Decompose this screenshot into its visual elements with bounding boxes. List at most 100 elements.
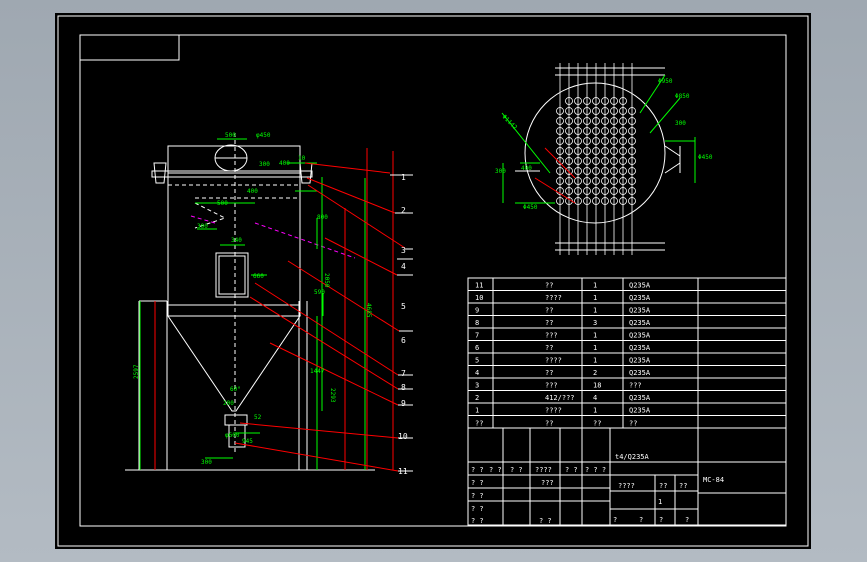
cone-hopper (167, 315, 301, 412)
dim-590: 590 (314, 289, 325, 296)
parts-cell-qty: 3 (593, 319, 597, 327)
drawing-canvas: 1 2 3 4 5 6 7 8 9 10 11 φ450 500 10 300 … (57, 15, 809, 547)
filter-bag (574, 167, 582, 175)
filter-bag (601, 137, 609, 145)
filter-bag (628, 157, 636, 165)
filter-bag (556, 117, 564, 125)
bottom-cell-1: ? (613, 516, 617, 524)
filter-bag (574, 187, 582, 195)
filter-bag (574, 107, 582, 115)
parts-cell-name: ??? (545, 332, 558, 340)
filter-bag (601, 177, 609, 185)
upper-housing (167, 145, 301, 306)
filter-bag (610, 197, 618, 205)
dim-1447: 1447 (310, 368, 325, 375)
front-dim-text: φ450 500 10 300 400 400 500 800 300 340 … (133, 132, 372, 466)
parts-cell-name: ?? (545, 307, 553, 315)
filter-bag (556, 167, 564, 175)
filter-bag (628, 197, 636, 205)
filter-bag (556, 147, 564, 155)
title-scale-hdr: ???? (618, 482, 635, 490)
parts-cell-name: ???? (545, 294, 562, 302)
parts-header-no: ?? (475, 420, 483, 428)
filter-bag (565, 97, 573, 105)
filter-bag (583, 187, 591, 195)
balloon-8: 8 (401, 383, 406, 392)
parts-cell-no: 3 (475, 382, 479, 390)
title-date: ? ? (539, 517, 552, 525)
dim-300-base: 300 (201, 459, 212, 466)
parts-cell-mat: Q235A (629, 394, 651, 402)
filter-bag (592, 97, 600, 105)
filter-bag (574, 177, 582, 185)
dim-660: 660 (253, 273, 264, 280)
filter-bag (574, 147, 582, 155)
sign-cell-4: ???? (535, 466, 552, 474)
filter-bag (619, 127, 627, 135)
filter-bag (601, 117, 609, 125)
parts-header-mat: ?? (629, 420, 637, 428)
filter-bag (619, 177, 627, 185)
dim-phi450-plan-bottom: Φ450 (523, 204, 538, 211)
dim-800: 800 (317, 214, 328, 221)
filter-bag (601, 147, 609, 155)
parts-cell-mat: Q235A (629, 357, 651, 365)
filter-bag (610, 107, 618, 115)
filter-bag (619, 167, 627, 175)
dim-10: 10 (298, 155, 306, 162)
filter-bag (583, 197, 591, 205)
plan-dimensions (501, 74, 696, 204)
dim-60deg: 60° (230, 386, 241, 393)
dim-4685: 4685 (365, 303, 372, 318)
filter-bag (619, 117, 627, 125)
parts-cell-mat: Q235A (629, 307, 651, 315)
balloon-9: 9 (401, 399, 406, 408)
sign-cell-3: ? ? (510, 466, 523, 474)
filter-bag (628, 147, 636, 155)
filter-bag (592, 167, 600, 175)
sign-cell-6: ? ? ? (585, 466, 606, 474)
filter-bag (574, 157, 582, 165)
filter-bag (556, 127, 564, 135)
filter-bag (565, 177, 573, 185)
access-door (215, 252, 249, 298)
parts-cell-no: 4 (475, 369, 479, 377)
filter-bag (628, 117, 636, 125)
title-ratio-hdr: ?? (679, 482, 687, 490)
parts-cell-name: ?? (545, 344, 553, 352)
dim-phi600: φ600 (225, 432, 240, 439)
front-leaders (154, 148, 406, 472)
filter-bag (583, 147, 591, 155)
filter-bag (565, 167, 573, 175)
parts-cell-mat: Q235A (629, 369, 651, 377)
dim-500: 500 (225, 132, 236, 139)
balloon-labels: 1 2 3 4 5 6 7 8 9 10 11 (398, 173, 408, 476)
title-material: t4/Q235A (615, 453, 650, 461)
filter-bag (565, 147, 573, 155)
filter-bag (619, 157, 627, 165)
filter-bag (601, 187, 609, 195)
dim-400-top: 400 (279, 160, 290, 167)
filter-bag (619, 107, 627, 115)
left-label-2: ? ? (471, 492, 484, 500)
dim-300-left: 300 (197, 223, 208, 230)
parts-header-name: ?? (545, 420, 553, 428)
filter-bag (592, 127, 600, 135)
dim-340: 340 (231, 237, 242, 244)
filter-bag (565, 117, 573, 125)
filter-bag (610, 97, 618, 105)
parts-cell-qty: 1 (593, 307, 597, 315)
filter-bag (583, 177, 591, 185)
parts-cell-qty: 2 (593, 369, 597, 377)
parts-cell-name: ?? (545, 282, 553, 290)
parts-cell-mat: Q235A (629, 332, 651, 340)
filter-bag (583, 157, 591, 165)
dim-945: 945 (242, 438, 253, 445)
filter-bag (592, 117, 600, 125)
parts-cell-mat: Q235A (629, 319, 651, 327)
title-sheet-no: 1 (658, 498, 662, 506)
filter-bag (556, 197, 564, 205)
dim-phi1142: Φ1142 (501, 113, 519, 131)
parts-cell-qty: 4 (593, 394, 597, 402)
